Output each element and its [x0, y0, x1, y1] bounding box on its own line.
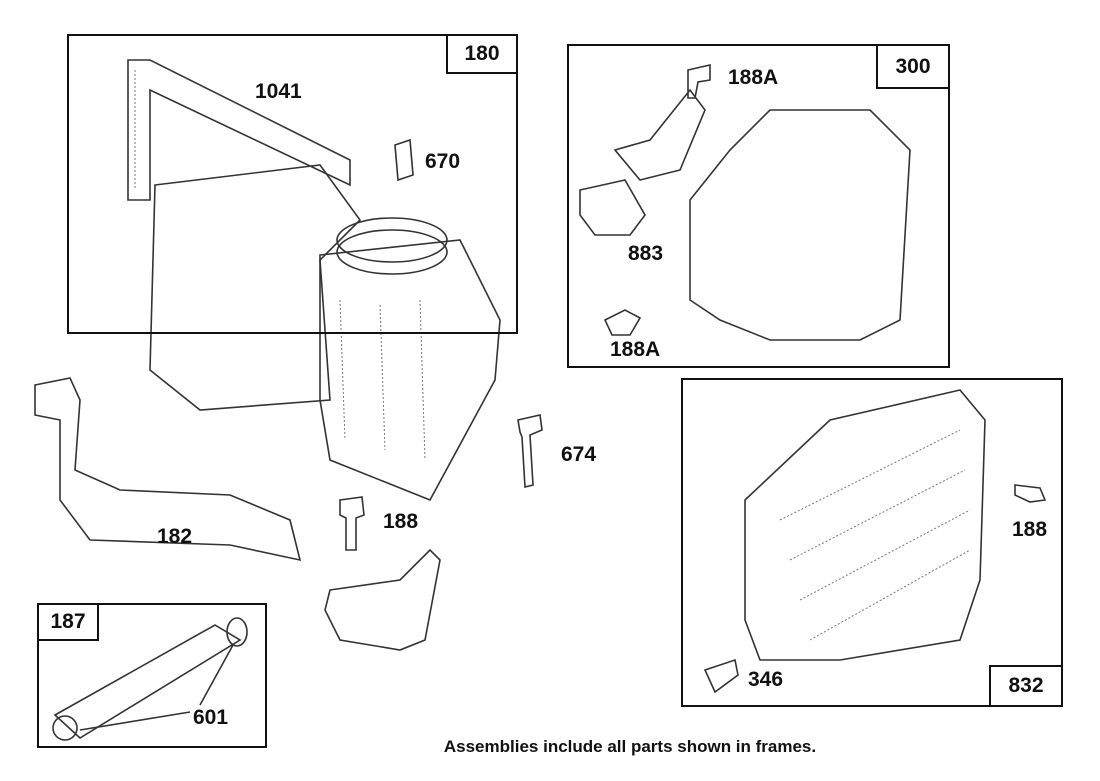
assembly-number-187: 187 [37, 603, 99, 641]
part-label-1041: 1041 [255, 80, 302, 103]
part-1041-drawing [127, 59, 351, 201]
part-label-188-center: 188 [383, 510, 419, 533]
part-label-601: 601 [193, 706, 229, 729]
assembly-number-300: 300 [876, 44, 950, 89]
part-182-drawing [34, 377, 302, 562]
part-label-188-right: 188 [1012, 518, 1048, 541]
assembly-frame-180 [67, 34, 518, 334]
muffler-guard-832-drawing [703, 389, 1047, 694]
part-label-182: 182 [157, 525, 193, 548]
part-label-883: 883 [628, 242, 664, 265]
fuel-tank-drawing [149, 164, 501, 502]
part-label-670: 670 [425, 150, 461, 173]
part-670-drawing [394, 138, 414, 182]
assembly-frame-187 [37, 603, 267, 748]
assembly-frame-832 [681, 378, 1063, 707]
part-label-674: 674 [561, 443, 597, 466]
muffler-300-drawing [579, 63, 911, 341]
part-label-346: 346 [748, 668, 784, 691]
assembly-frame-300 [567, 44, 950, 368]
part-label-188a-top: 188A [728, 66, 779, 89]
assembly-number-832: 832 [989, 665, 1063, 707]
part-188-center-drawing [339, 496, 365, 551]
diagram-caption: Assemblies include all parts shown in fr… [443, 737, 817, 756]
part-187-drawing [52, 617, 248, 741]
bracket-drawing [324, 548, 441, 651]
part-674-drawing [517, 414, 543, 489]
part-label-188a-bottom: 188A [610, 338, 661, 361]
assembly-number-180: 180 [446, 34, 518, 74]
